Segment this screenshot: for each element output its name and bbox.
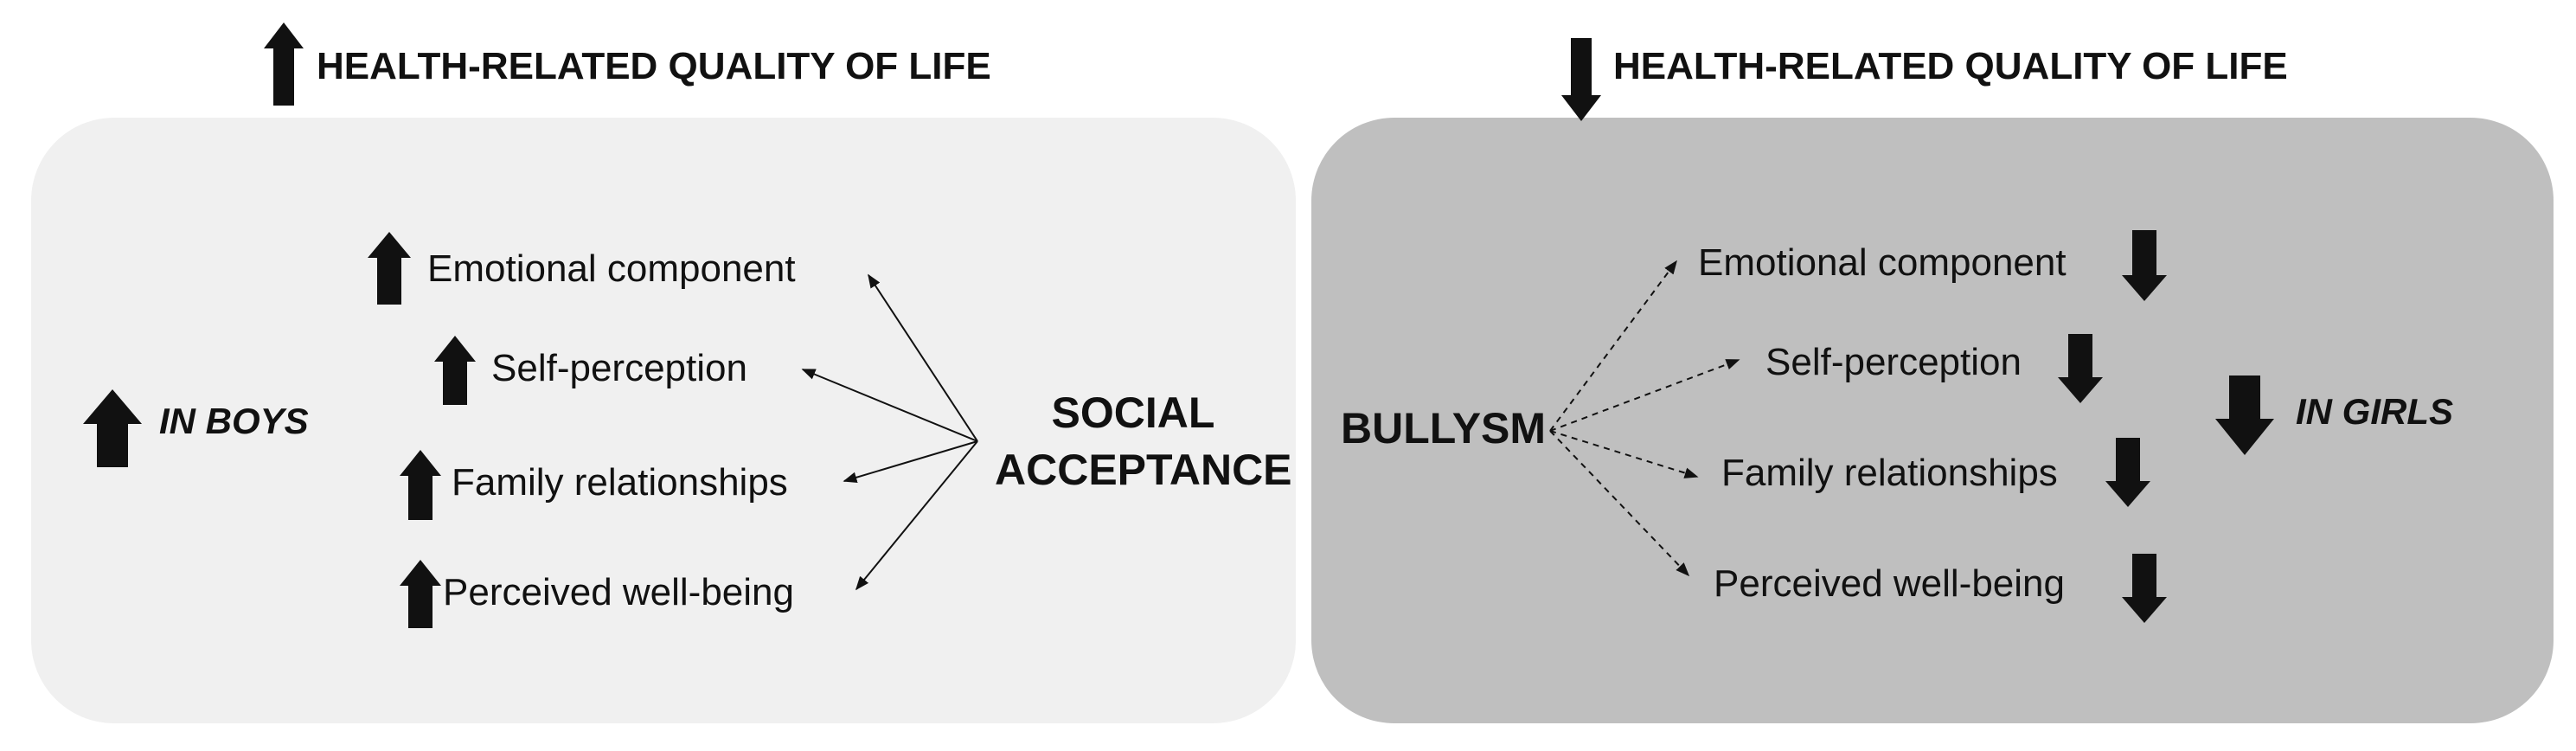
dashed-connector-to-family-relationships	[1549, 430, 1699, 478]
connector-to-perceived-well-being	[855, 440, 978, 591]
social-acceptance-connectors	[801, 273, 978, 591]
self-perception-up-arrow-icon	[434, 336, 476, 405]
perceived-well-being-up-arrow-icon	[400, 560, 441, 628]
left-item-perceived-well-being: Perceived well-being	[443, 571, 794, 613]
right-item-self-perception: Self-perception	[1765, 341, 2022, 383]
in-boys-up-arrow-icon	[83, 389, 142, 467]
social-acceptance-line1: SOCIAL	[1051, 388, 1215, 437]
dashed-connector-to-emotional-component	[1549, 260, 1677, 432]
social-acceptance-line2: ACCEPTANCE	[995, 446, 1292, 494]
right-header-title: HEALTH-RELATED QUALITY OF LIFE	[1613, 45, 2288, 87]
right-item-emotional-component: Emotional component	[1698, 241, 2067, 284]
header-down-arrow-icon	[1561, 38, 1601, 121]
connector-to-self-perception	[801, 369, 978, 442]
right-item-perceived-well-being: Perceived well-being	[1714, 562, 2065, 605]
social-acceptance-label: SOCIAL ACCEPTANCE	[995, 388, 1292, 494]
dashed-connector-to-self-perception	[1549, 359, 1740, 432]
left-panel	[31, 118, 1296, 723]
right-panel	[1311, 118, 2554, 723]
in-boys-label: IN BOYS	[159, 401, 309, 441]
right-item-family-relationships: Family relationships	[1721, 452, 2058, 494]
left-item-self-perception: Self-perception	[491, 347, 747, 389]
in-girls-down-arrow-icon	[2215, 376, 2274, 455]
family-relationships-down-arrow-icon	[2105, 438, 2150, 507]
emotional-component-down-arrow-icon	[2122, 230, 2167, 301]
family-relationships-up-arrow-icon	[400, 450, 441, 520]
bullysm-label: BULLYSM	[1341, 404, 1547, 453]
connector-to-emotional-component	[868, 273, 978, 442]
emotional-component-up-arrow-icon	[368, 232, 411, 305]
left-item-family-relationships: Family relationships	[452, 461, 788, 504]
header-up-arrow-icon	[264, 22, 304, 106]
in-girls-label: IN GIRLS	[2296, 391, 2454, 432]
perceived-well-being-down-arrow-icon	[2122, 554, 2167, 623]
connector-to-family-relationships	[843, 440, 978, 484]
left-header-title: HEALTH-RELATED QUALITY OF LIFE	[317, 45, 991, 87]
self-perception-down-arrow-icon	[2058, 334, 2103, 403]
left-item-emotional-component: Emotional component	[427, 247, 796, 290]
bullysm-connectors	[1549, 260, 1740, 577]
